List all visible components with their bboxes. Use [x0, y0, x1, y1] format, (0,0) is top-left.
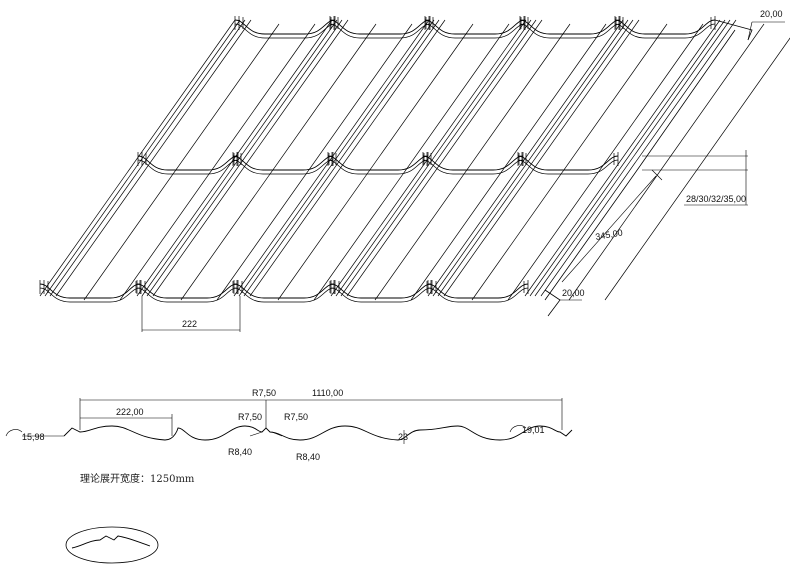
r-bottom-left-label: R8,40 — [228, 447, 252, 457]
developed-width-note: 理论展开宽度：1250mm — [80, 472, 195, 485]
corrugation-lines — [39, 19, 790, 301]
tile-top-view — [39, 15, 790, 317]
top-view-dimensions — [141, 21, 785, 332]
r-bottom-right-label: R8,40 — [296, 452, 320, 462]
dim-step-height-label: 20,00 — [760, 9, 783, 19]
detail-ellipse — [65, 526, 159, 564]
profile-section — [5, 398, 573, 444]
dim-step-length-label: 345,00 — [595, 227, 624, 242]
r-right-label: R7,50 — [284, 412, 308, 422]
profile-curve — [63, 425, 573, 441]
dim-profile-pitch-label: 222,00 — [116, 407, 144, 417]
dim-bottom-step-label: 20,00 — [562, 288, 585, 298]
depth-label: 23 — [398, 432, 408, 442]
dim-total-width-label: 1110,00 — [312, 388, 343, 398]
dim-pitch-label: 222 — [182, 319, 197, 329]
r-left-label: R7,50 — [238, 412, 262, 422]
right-edge-radius-label: 19,01 — [522, 425, 545, 435]
wave-row-middle — [137, 151, 619, 175]
left-edge-radius-label: 15,98 — [22, 432, 45, 442]
wave-row-top — [234, 15, 716, 39]
dim-overlap-label: 28/30/32/35,00 — [686, 194, 746, 204]
r-top-center-label: R7,50 — [252, 388, 276, 398]
